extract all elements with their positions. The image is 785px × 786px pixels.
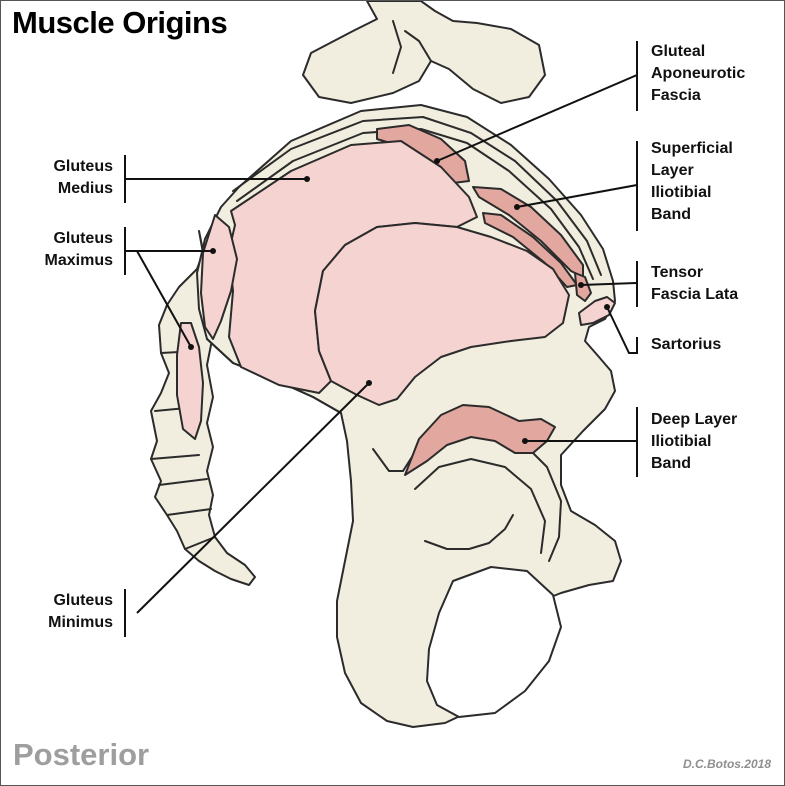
dot-gluteus-minimus <box>366 380 372 386</box>
leader-superficial-itb <box>516 184 638 208</box>
label-line: Gluteus <box>53 592 113 609</box>
label-line: Fascia Lata <box>651 286 739 303</box>
label-line: Maximus <box>44 252 113 269</box>
label-line: Medius <box>57 180 113 197</box>
label-sartorius: Sartorius <box>651 334 721 356</box>
sartorius-area <box>578 296 616 326</box>
dot-deep-itb <box>522 438 528 444</box>
iliac-crest-inner <box>236 128 594 280</box>
leader-sartorius <box>606 306 638 354</box>
gluteus-maximus-area-upper <box>200 214 238 340</box>
dot-gluteus-maximus-upper <box>210 248 216 254</box>
label-line: Gluteus <box>53 230 113 247</box>
view-label: Posterior <box>13 737 150 772</box>
deep-itb-area <box>404 404 556 476</box>
dot-sartorius <box>604 304 610 310</box>
label-line: Minimus <box>48 614 113 631</box>
label-gluteus-maximus: Gluteus Maximus <box>13 228 113 272</box>
gluteus-minimus-area <box>314 222 570 406</box>
label-gluteal-aponeurotic-fascia: Gluteal Aponeurotic Fascia <box>651 41 745 107</box>
obturator-foramen <box>426 566 562 718</box>
label-line: Gluteus <box>53 158 113 175</box>
label-deep-layer-iliotibial-band: Deep Layer Iliotibial Band <box>651 409 737 475</box>
label-line: Iliotibial <box>651 433 712 450</box>
leader-gluteus-minimus <box>136 382 370 614</box>
label-line: Band <box>651 455 691 472</box>
label-line: Fascia <box>651 87 701 104</box>
diagram-title: Muscle Origins <box>12 5 228 40</box>
label-superficial-layer-iliotibial-band: Superficial Layer Iliotibial Band <box>651 138 733 226</box>
vertebra-shape <box>302 1 546 104</box>
label-line: Band <box>651 206 691 223</box>
dot-tensor-fascia-lata <box>578 282 584 288</box>
leader-tensor-fascia-lata <box>580 282 638 286</box>
label-line: Deep Layer <box>651 411 738 428</box>
dot-gluteal-aponeurotic-fascia <box>434 158 440 164</box>
leader-gluteus-maximus-lower <box>136 250 192 348</box>
label-gluteus-medius: Gluteus Medius <box>13 156 113 200</box>
label-line: Tensor <box>651 264 704 281</box>
label-line: Superficial <box>651 140 733 157</box>
label-gluteus-minimus: Gluteus Minimus <box>13 590 113 634</box>
label-line: Gluteal <box>651 43 706 60</box>
acetabulum-notch <box>372 448 514 550</box>
leader-gluteal-aponeurotic-fascia <box>436 74 638 162</box>
label-line: Aponeurotic <box>651 65 746 82</box>
label-line: Iliotibial <box>651 184 712 201</box>
dot-superficial-itb <box>514 204 520 210</box>
label-tensor-fascia-lata: Tensor Fascia Lata <box>651 262 738 306</box>
gluteus-maximus-area-lower <box>176 322 204 440</box>
credit-text: D.C.Botos.2018 <box>682 757 771 771</box>
coccyx-shape <box>150 230 256 586</box>
iliac-crest-outer <box>232 116 602 276</box>
label-line: Layer <box>651 162 694 179</box>
vertebra-detail <box>392 20 432 74</box>
label-line: Sartorius <box>651 336 722 353</box>
dot-gluteus-medius <box>304 176 310 182</box>
dot-gluteus-maximus-lower <box>188 344 194 350</box>
